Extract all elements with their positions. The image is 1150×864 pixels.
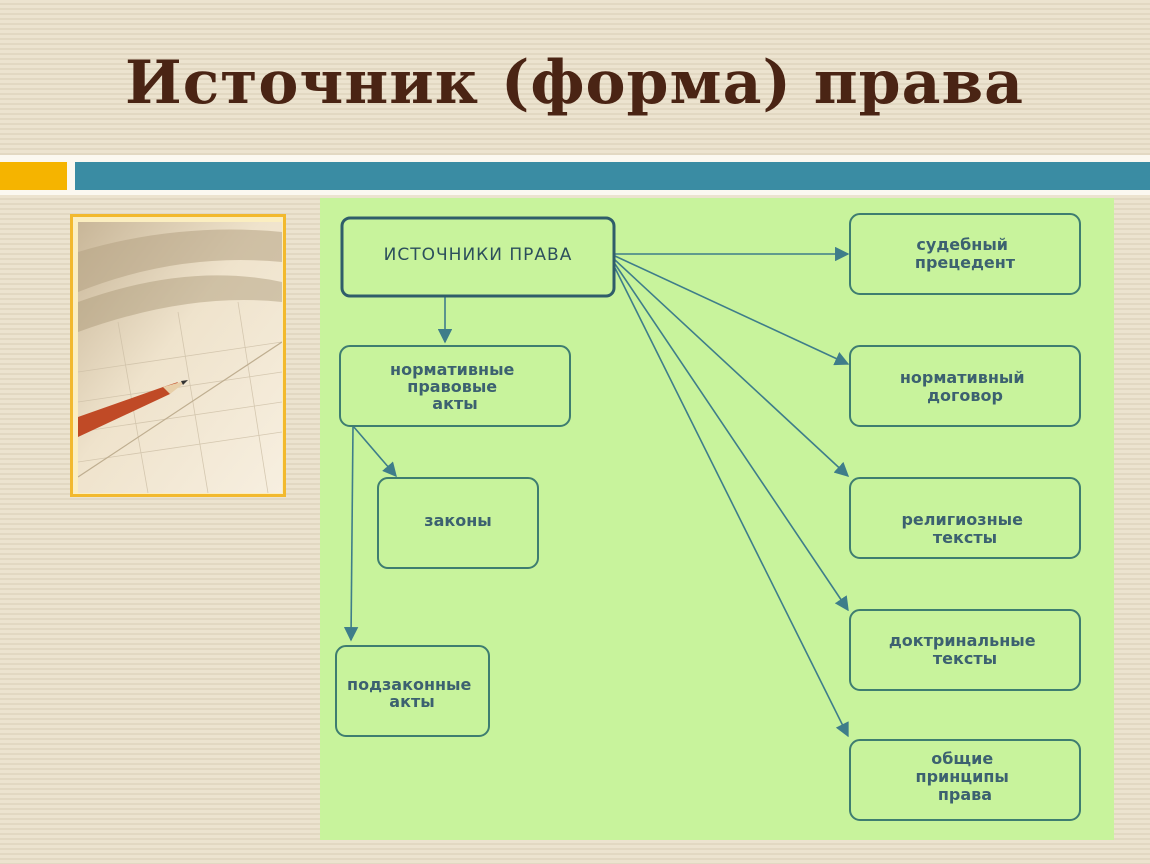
pencil-photo-frame bbox=[70, 214, 286, 497]
node-normative-contract: нормативный договор bbox=[849, 345, 1081, 427]
sources-of-law-diagram: ИСТОЧНИКИ ПРАВА нормативные правовые акт… bbox=[335, 213, 1081, 821]
node-judicial-precedent: судебный прецедент bbox=[849, 213, 1081, 295]
node-general-principles-of-law: общие принципы права bbox=[849, 739, 1081, 821]
svg-text:ИСТОЧНИКИ ПРАВА: ИСТОЧНИКИ ПРАВА bbox=[384, 245, 573, 265]
arrow-main-to-contract bbox=[614, 255, 850, 366]
accent-bar-teal bbox=[75, 162, 1150, 190]
arrow-npa-to-laws bbox=[352, 425, 397, 478]
arrow-main-to-religious bbox=[614, 259, 850, 477]
arrow-main-to-doctrinal bbox=[614, 263, 849, 612]
svg-text:судебный прецедент: судебный прецедент bbox=[915, 235, 1016, 272]
svg-text:законы: законы bbox=[424, 511, 491, 530]
svg-text:религиозные тексты: религиозные тексты bbox=[901, 510, 1028, 547]
svg-text:нормативный договор: нормативный договор bbox=[900, 368, 1030, 405]
svg-text:нормативные правовые: нормативные правовые акты bbox=[390, 360, 520, 413]
svg-text:общие принципы: общие принципы права bbox=[916, 749, 1015, 804]
pencil-on-paper-image bbox=[78, 222, 282, 493]
arrow-main-to-principles bbox=[614, 267, 849, 738]
accent-bar-orange bbox=[0, 162, 67, 190]
svg-text:доктринальные тексты: доктринальные тексты bbox=[889, 631, 1041, 668]
node-bylaws: подзаконные акты bbox=[335, 645, 490, 737]
node-sources-of-law: ИСТОЧНИКИ ПРАВА bbox=[340, 216, 616, 298]
slide-title: Источник (форма) права bbox=[125, 48, 1025, 118]
diagram-panel: ИСТОЧНИКИ ПРАВА нормативные правовые акт… bbox=[320, 198, 1114, 840]
node-laws: законы bbox=[377, 477, 539, 569]
arrow-npa-to-bylaws bbox=[343, 425, 359, 642]
node-religious-texts: религиозные тексты bbox=[849, 477, 1081, 559]
node-doctrinal-texts: доктринальные тексты bbox=[849, 609, 1081, 691]
svg-text:подзаконные акты: подзаконные акты bbox=[347, 675, 477, 711]
node-normative-legal-acts: нормативные правовые акты bbox=[339, 345, 571, 427]
